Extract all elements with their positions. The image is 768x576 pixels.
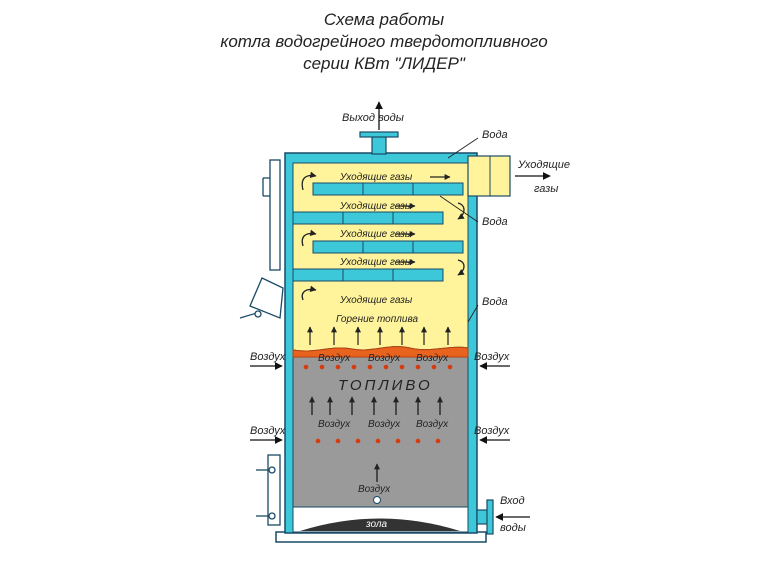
baffle-1 xyxy=(312,182,464,196)
air-dots-upper xyxy=(303,364,453,370)
gas-straight-arrows xyxy=(395,174,451,265)
air-label-inner-3: Воздух xyxy=(416,353,449,364)
title-line-1: Схема работы xyxy=(323,10,445,29)
gas-label-5: Уходящие газы xyxy=(339,295,413,306)
air-label-inner-4: Воздух xyxy=(318,419,351,430)
water-inlet-flange xyxy=(486,499,494,535)
water-outlet-flange xyxy=(359,131,399,138)
fuel-door xyxy=(239,277,284,319)
flue-outlet-box xyxy=(467,155,511,197)
air-label-inner-2: Воздух xyxy=(368,353,401,364)
gas-label-3: Уходящие газы xyxy=(339,229,413,240)
air-label-left-2: Воздух xyxy=(250,425,286,437)
combustion-arrows xyxy=(307,326,451,345)
air-label-right-1: Воздух xyxy=(474,351,510,363)
water-label-2: Вода xyxy=(482,216,508,228)
gas-label-4: Уходящие газы xyxy=(339,257,413,268)
water-in-label-1: Вход xyxy=(500,495,525,507)
gas-label-1: Уходящие газы xyxy=(339,172,413,183)
title-line-3: серии КВт "ЛИДЕР" xyxy=(303,54,465,73)
air-dots-lower xyxy=(315,438,441,444)
water-out-label: Выход воды xyxy=(342,112,404,124)
air-in-arrows xyxy=(250,362,510,444)
gas-label-2: Уходящие газы xyxy=(339,201,413,212)
combustion-label: Горение топлива xyxy=(336,314,418,325)
ash-label: зола xyxy=(365,519,388,530)
air-label-bottom: Воздух xyxy=(358,484,391,495)
air-label-right-2: Воздух xyxy=(474,425,510,437)
water-in-label-2: воды xyxy=(500,522,526,534)
upper-door xyxy=(262,159,281,271)
fuel-arrows xyxy=(309,396,443,415)
gas-flow-arrows xyxy=(301,171,465,301)
water-outlet-pipe xyxy=(371,135,387,155)
title-line-2: котла водогрейного твердотопливного xyxy=(220,32,548,51)
baffle-2 xyxy=(292,211,444,225)
ash-pile xyxy=(300,518,460,531)
drain-hole xyxy=(373,496,381,504)
flue-out-label-2: газы xyxy=(534,183,558,195)
fuel-label: ТОПЛИВО xyxy=(338,377,433,394)
air-label-inner-6: Воздух xyxy=(416,419,449,430)
baffle-4 xyxy=(292,268,444,282)
water-leaders xyxy=(439,137,479,323)
baffle-seams xyxy=(342,183,414,281)
air-label-inner-1: Воздух xyxy=(318,353,351,364)
water-label-3: Вода xyxy=(482,296,508,308)
flame-band xyxy=(292,346,469,358)
baffle-3 xyxy=(312,240,464,254)
air-label-left-1: Воздух xyxy=(250,351,286,363)
flue-out-label-1: Уходящие xyxy=(517,159,570,171)
ash-door xyxy=(256,454,281,526)
water-label-1: Вода xyxy=(482,129,508,141)
air-label-inner-5: Воздух xyxy=(368,419,401,430)
baffle-tubes xyxy=(292,182,464,282)
